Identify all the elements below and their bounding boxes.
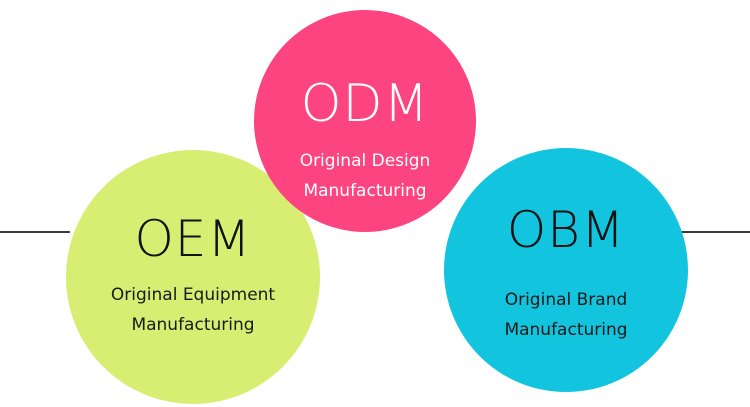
oem-full-name: Original Equipment Manufacturing (110, 285, 276, 335)
obm-abbreviation: OBM (506, 201, 626, 259)
obm-circle: OBM Original Brand Manufacturing (444, 148, 688, 392)
odm-full-name: Original Design Manufacturing (299, 151, 431, 201)
oem-abbreviation: OEM (134, 210, 252, 268)
odm-circle: ODM Original Design Manufacturing (254, 10, 476, 232)
oem-circle: OEM Original Equipment Manufacturing (66, 150, 320, 404)
odm-abbreviation: ODM (300, 74, 430, 134)
horizontal-rule-left (0, 231, 70, 233)
horizontal-rule-right (680, 231, 750, 233)
obm-full-name: Original Brand Manufacturing (504, 290, 628, 340)
